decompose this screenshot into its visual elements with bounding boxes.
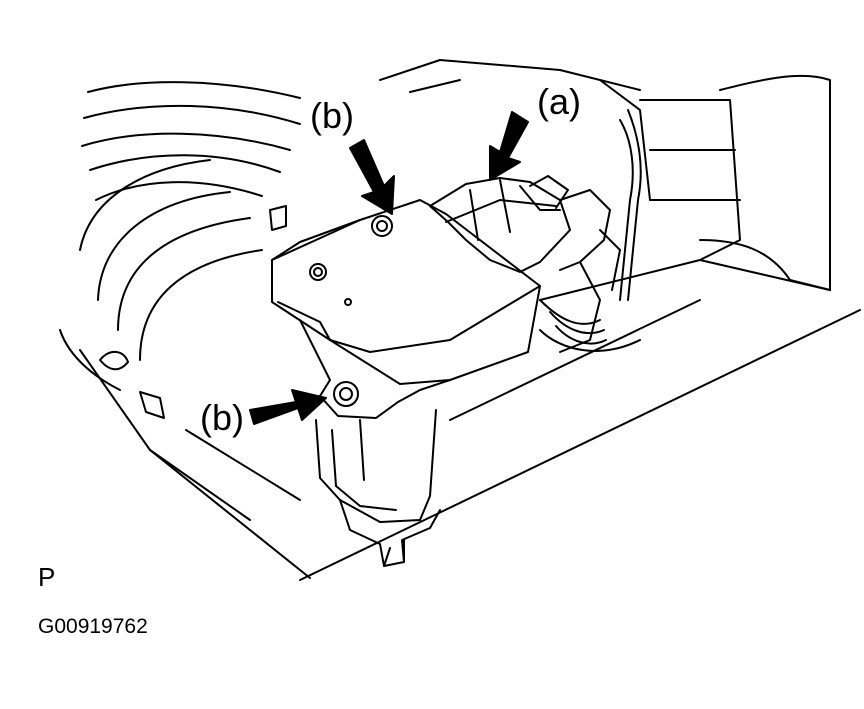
arrow-down-icon [349,139,395,215]
engine-bay-structure [299,59,861,581]
callout-label-b-left: (b) [200,397,244,438]
arrow-down-left-icon [489,111,529,181]
sensor-connector [429,175,621,353]
air-cleaner-housing [59,81,311,579]
callout-label-b-top: (b) [310,95,354,136]
figure-code: G00919762 [38,615,148,638]
view-letter: P [38,562,56,592]
callout-label-a: (a) [537,81,581,122]
sensor-body [271,199,541,567]
arrow-right-icon [249,389,327,425]
